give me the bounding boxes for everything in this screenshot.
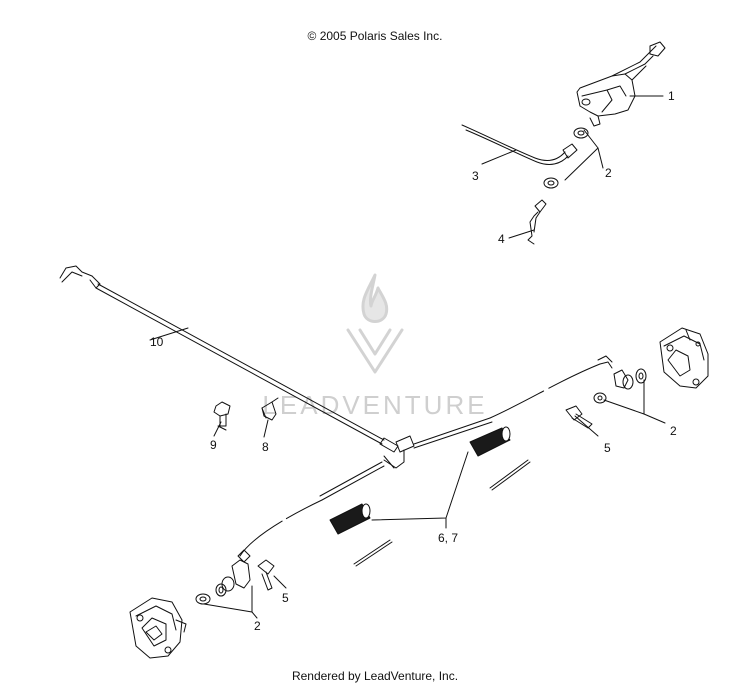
left-caliper-part: [129, 597, 187, 659]
callout-5-left: 5: [282, 591, 289, 605]
bleeder-bolt-part-right: [565, 405, 593, 429]
long-brake-line-part: [59, 265, 399, 453]
cotter-pin-part-upper: [489, 459, 531, 491]
line-clip-part: [261, 397, 279, 421]
leader-lines: [149, 95, 666, 619]
watermark-logo-icon: [346, 273, 404, 374]
watermark-text: LEADVENTURE: [262, 390, 488, 420]
bleeder-valve-part: [213, 401, 231, 431]
callout-3: 3: [472, 169, 479, 183]
right-rear-line-part: [489, 363, 601, 419]
callout-9: 9: [210, 438, 217, 452]
callout-5-right: 5: [604, 441, 611, 455]
callout-labels: 1 2 3 4 10 9 8 2 5 6, 7 5 2: [150, 89, 677, 633]
left-rear-line-part: [239, 499, 323, 557]
footrest-grip-part-lower: [329, 503, 371, 535]
callout-2-top: 2: [605, 166, 612, 180]
crush-washer-part: [543, 127, 589, 189]
cotter-pin-part-lower: [353, 539, 393, 567]
callout-2-right: 2: [670, 424, 677, 438]
callout-4: 4: [498, 232, 505, 246]
brake-switch-part: [527, 199, 547, 245]
callout-2-left: 2: [254, 619, 261, 633]
callout-10: 10: [150, 335, 164, 349]
right-caliper-part: [659, 327, 709, 389]
callout-8: 8: [262, 440, 269, 454]
rendered-by-text: Rendered by LeadVenture, Inc.: [291, 669, 459, 683]
brake-tee-fitting-part: [319, 417, 493, 501]
left-banjo-fitting-part: [195, 559, 251, 605]
master-cylinder-part: [576, 41, 666, 127]
copyright-text: © 2005 Polaris Sales Inc.: [307, 29, 443, 43]
right-banjo-fitting-part: [593, 368, 647, 404]
upper-brake-line-part: [461, 124, 578, 165]
bleeder-bolt-part-left: [257, 559, 275, 591]
footrest-grip-part-upper: [469, 426, 511, 457]
callout-6-7: 6, 7: [438, 531, 458, 545]
callout-1: 1: [668, 89, 675, 103]
